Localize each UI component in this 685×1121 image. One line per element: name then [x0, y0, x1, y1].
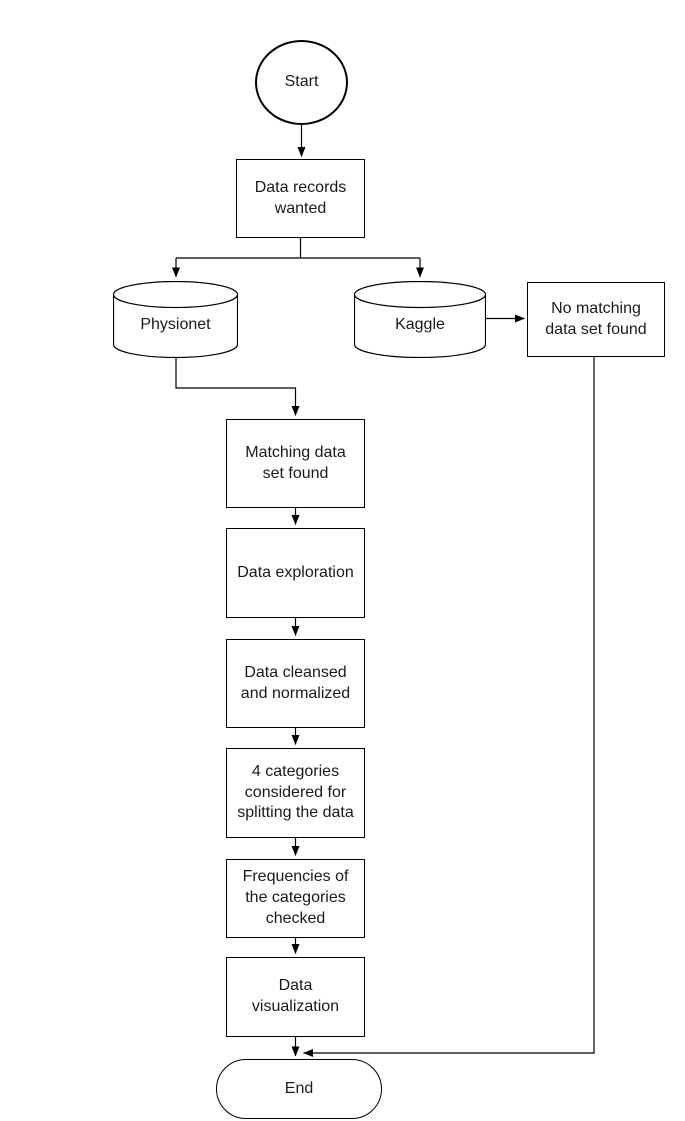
end-node-label: End	[284, 1079, 314, 1097]
node-label-line: wanted	[274, 199, 327, 217]
process-frequencies-checked: Frequencies of the categories checked	[226, 859, 365, 938]
database-kaggle-label: Kaggle	[395, 315, 445, 333]
node-label-line: 4 categories	[251, 762, 340, 780]
node-label-line: Data records	[254, 178, 347, 196]
node-label-line: data set found	[545, 320, 647, 338]
process-data-visualization: Data visualization	[226, 957, 365, 1037]
cylinder-shape	[113, 281, 238, 358]
node-label-line: checked	[265, 909, 326, 927]
connector-physionet-to-matching	[175, 358, 300, 416]
start-node-label: Start	[284, 73, 319, 91]
process-data-cleansed-normalized: Data cleansed and normalized	[226, 639, 365, 728]
node-label-line: Matching data	[245, 443, 346, 461]
process-four-categories-splitting: 4 categories considered for splitting th…	[226, 748, 365, 838]
node-label-line: considered for	[244, 783, 347, 801]
node-label-line: set found	[262, 464, 329, 482]
database-physionet: Physionet	[113, 281, 238, 358]
node-label-line: Frequencies of	[242, 868, 349, 886]
cylinder-shape	[354, 281, 486, 358]
node-label-line: Data exploration	[237, 563, 354, 581]
process-no-matching-data-set-found: No matching data set found	[527, 282, 665, 357]
process-data-records-wanted: Data records wanted	[236, 159, 365, 238]
connector-no-match-to-end	[303, 357, 595, 1057]
start-node: Start	[255, 40, 348, 125]
database-kaggle: Kaggle	[354, 281, 486, 358]
node-label-line: Data	[278, 977, 313, 995]
process-data-exploration: Data exploration	[226, 528, 365, 618]
process-matching-data-set-found: Matching data set found	[226, 419, 365, 508]
end-node: End	[216, 1059, 382, 1119]
database-physionet-label: Physionet	[140, 315, 211, 333]
node-label-line: the categories	[245, 889, 346, 907]
node-label-line: visualization	[251, 998, 340, 1015]
node-label-line: splitting the data	[237, 804, 354, 822]
node-label-line: Data cleansed	[244, 663, 347, 681]
node-label-line: No matching	[551, 299, 641, 317]
node-label-line: and normalized	[240, 684, 351, 702]
